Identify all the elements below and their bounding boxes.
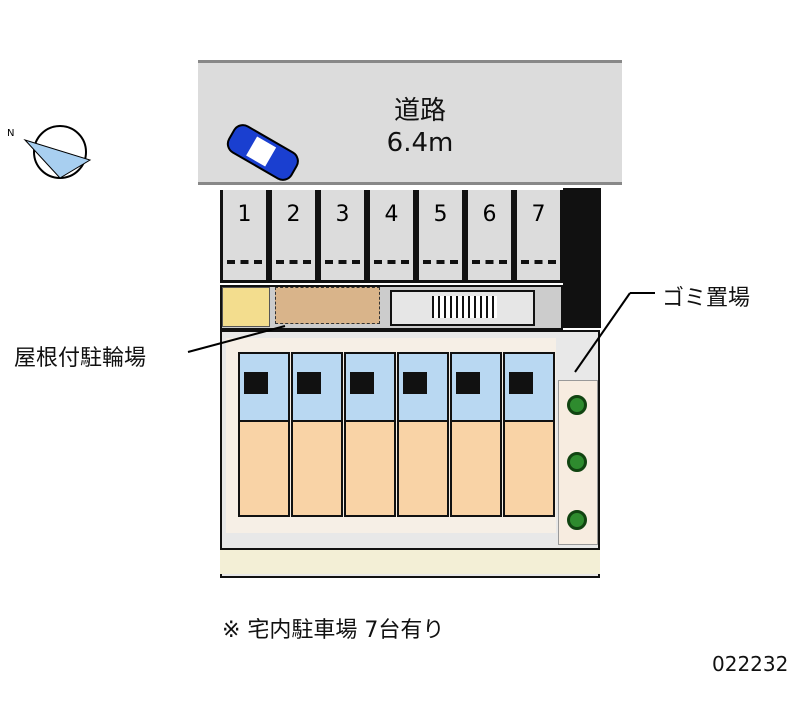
slot-number: 5 [433, 202, 448, 227]
svg-text:N: N [7, 128, 14, 139]
stairs [432, 296, 497, 318]
bicycle-parking [275, 287, 380, 324]
garbage-area-label: ゴミ置場 [662, 286, 751, 311]
parking-slot: 5 [416, 190, 465, 283]
compass-icon: N [7, 125, 92, 179]
road-label: 道路 [393, 96, 446, 126]
slot-number: 2 [286, 202, 301, 227]
parking-slot: 1 [220, 190, 269, 283]
unit [344, 352, 396, 517]
tree-icon [567, 452, 587, 472]
unit [238, 352, 290, 517]
unit [503, 352, 555, 517]
property-code: 022232 [712, 652, 789, 676]
tree-icon [567, 395, 587, 415]
road-width: 6.4m [386, 128, 454, 158]
parking-slot: 7 [514, 190, 563, 283]
slot-number: 4 [384, 202, 399, 227]
unit [291, 352, 343, 517]
sidewalk [220, 548, 600, 574]
meter-box [222, 287, 270, 327]
car-icon [226, 124, 299, 181]
unit [397, 352, 449, 517]
slot-number: 6 [482, 202, 497, 227]
black-strip [563, 188, 601, 328]
parking-slot: 3 [318, 190, 367, 283]
slot-number: 1 [237, 202, 252, 227]
parking-slot: 6 [465, 190, 514, 283]
slot-number: 3 [335, 202, 350, 227]
bicycle-parking-label: 屋根付駐輪場 [14, 346, 147, 371]
tree-icon [567, 510, 587, 530]
parking-slot: 2 [269, 190, 318, 283]
parking-slot: 4 [367, 190, 416, 283]
unit [450, 352, 502, 517]
slot-number: 7 [531, 202, 546, 227]
parking-note: ※ 宅内駐車場 7台有り [222, 618, 445, 643]
